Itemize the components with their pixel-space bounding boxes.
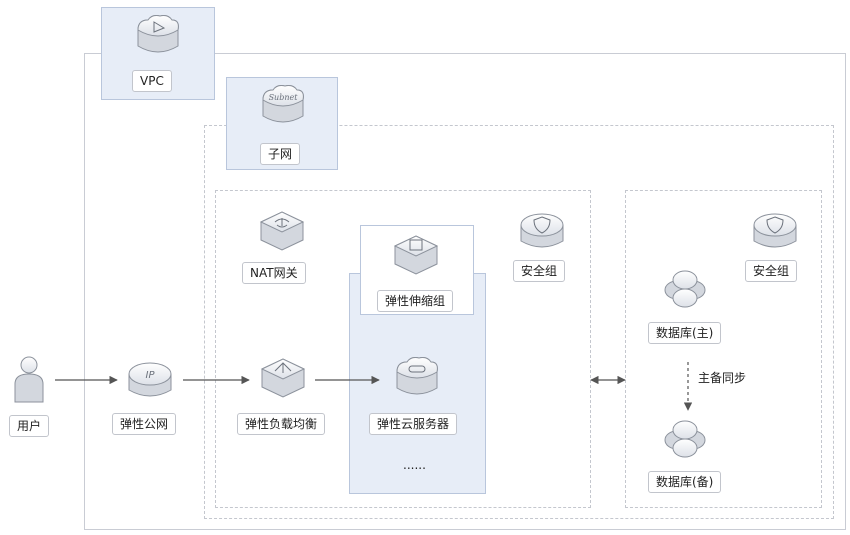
nat-gateway-icon — [259, 211, 305, 251]
database-icon-primary — [664, 270, 706, 308]
vpc-label: VPC — [132, 70, 172, 92]
ecs-icon — [396, 357, 438, 395]
ecs-ellipsis: ...... — [403, 458, 426, 472]
eip-icon: IP — [128, 362, 172, 397]
vpc-icon — [137, 15, 179, 53]
elb-icon — [260, 358, 306, 398]
nat-gateway-label: NAT网关 — [242, 262, 306, 284]
auto-scaling-group-label: 弹性伸缩组 — [377, 290, 454, 312]
security-group-label-1: 安全组 — [513, 260, 566, 282]
user-label: 用户 — [9, 415, 50, 437]
sync-label: 主备同步 — [698, 371, 747, 385]
auto-scaling-icon — [393, 235, 439, 275]
subnet-icon: Subnet — [262, 85, 304, 123]
user-icon — [14, 356, 44, 403]
vpc-boundary — [84, 53, 846, 530]
security-group-icon-db — [753, 213, 797, 248]
database-standby-label: 数据库(备) — [648, 471, 722, 493]
svg-text:IP: IP — [146, 370, 156, 381]
ecs-label: 弹性云服务器 — [369, 413, 458, 435]
security-group-boundary-db — [625, 190, 822, 508]
subnet-icon-text: Subnet — [269, 93, 299, 102]
elb-label: 弹性负载均衡 — [237, 413, 326, 435]
security-group-label-2: 安全组 — [745, 260, 798, 282]
security-group-icon — [520, 213, 564, 248]
security-group-boundary-app — [215, 190, 591, 508]
subnet-label: 子网 — [260, 143, 301, 165]
eip-label: 弹性公网 — [112, 413, 177, 435]
database-icon-standby — [664, 420, 706, 458]
database-primary-label: 数据库(主) — [648, 322, 722, 344]
subnet-boundary — [204, 125, 834, 519]
